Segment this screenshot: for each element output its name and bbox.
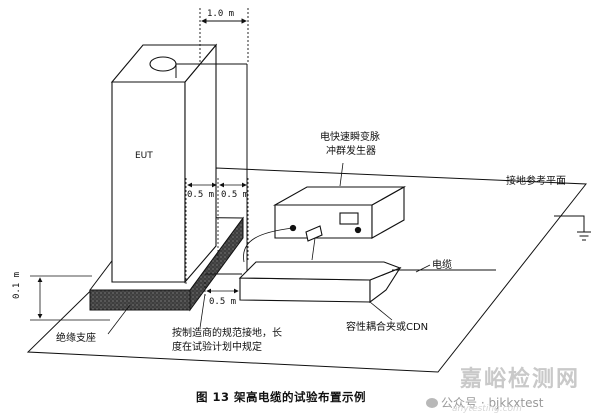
dimension-05m-pair — [185, 178, 249, 286]
ground-symbol-icon — [554, 215, 591, 241]
grounding-note-line1: 按制造商的规范接地，长 — [172, 328, 282, 339]
ground-plane-label: 接地参考平面 — [506, 176, 566, 187]
eut-label: EUT — [135, 151, 153, 161]
support-leader — [107, 304, 131, 335]
generator-connector — [305, 225, 323, 242]
dim-label-1m: 1.0 m — [207, 9, 235, 19]
clamp-label: 容性耦合夹或CDN — [346, 322, 429, 333]
generator-wire — [243, 227, 294, 263]
cable-eut — [175, 63, 248, 272]
dimension-1m — [199, 8, 249, 64]
cable-line — [205, 269, 496, 275]
dim-label-bottom: 0.5 m — [209, 297, 237, 307]
dimension-height — [30, 275, 110, 321]
watermark-account: 公众号 · bjkkxtest — [441, 396, 544, 410]
generator-display — [339, 212, 359, 225]
grounding-leader — [199, 293, 206, 329]
watermark-brand: 嘉峪检测网 — [460, 367, 581, 392]
clamp-leader — [369, 301, 393, 321]
generator-ground-port — [354, 226, 362, 234]
figure-caption: 图 13 架高电缆的试验布置示例 — [196, 390, 367, 404]
support-label: 绝缘支座 — [56, 333, 96, 344]
wechat-icon — [426, 397, 438, 408]
cable-label: 电缆 — [432, 260, 452, 271]
dim-label-right: 0.5 m — [221, 190, 249, 200]
dim-label-left: 0.5 m — [187, 190, 215, 200]
connector-wire — [311, 237, 316, 261]
watermark-row: 公众号 · bjkkxtest — [426, 392, 543, 412]
watermark-url: anytesting.com — [452, 404, 522, 414]
eut-cabinet — [110, 43, 218, 284]
eut-top-port — [149, 56, 177, 72]
dim-label-height: 0.1 m — [12, 271, 22, 299]
grounding-note-line2: 度在试验计划中规定 — [172, 342, 262, 353]
generator-label-line2: 冲群发生器 — [326, 146, 376, 157]
generator-label-line1: 电快速瞬变脉 — [320, 132, 380, 143]
dimension-bottom — [204, 282, 241, 296]
generator-label-leader — [339, 162, 344, 187]
coupling-clamp — [238, 261, 402, 304]
eft-generator — [272, 186, 407, 242]
cable-leader — [415, 264, 431, 273]
